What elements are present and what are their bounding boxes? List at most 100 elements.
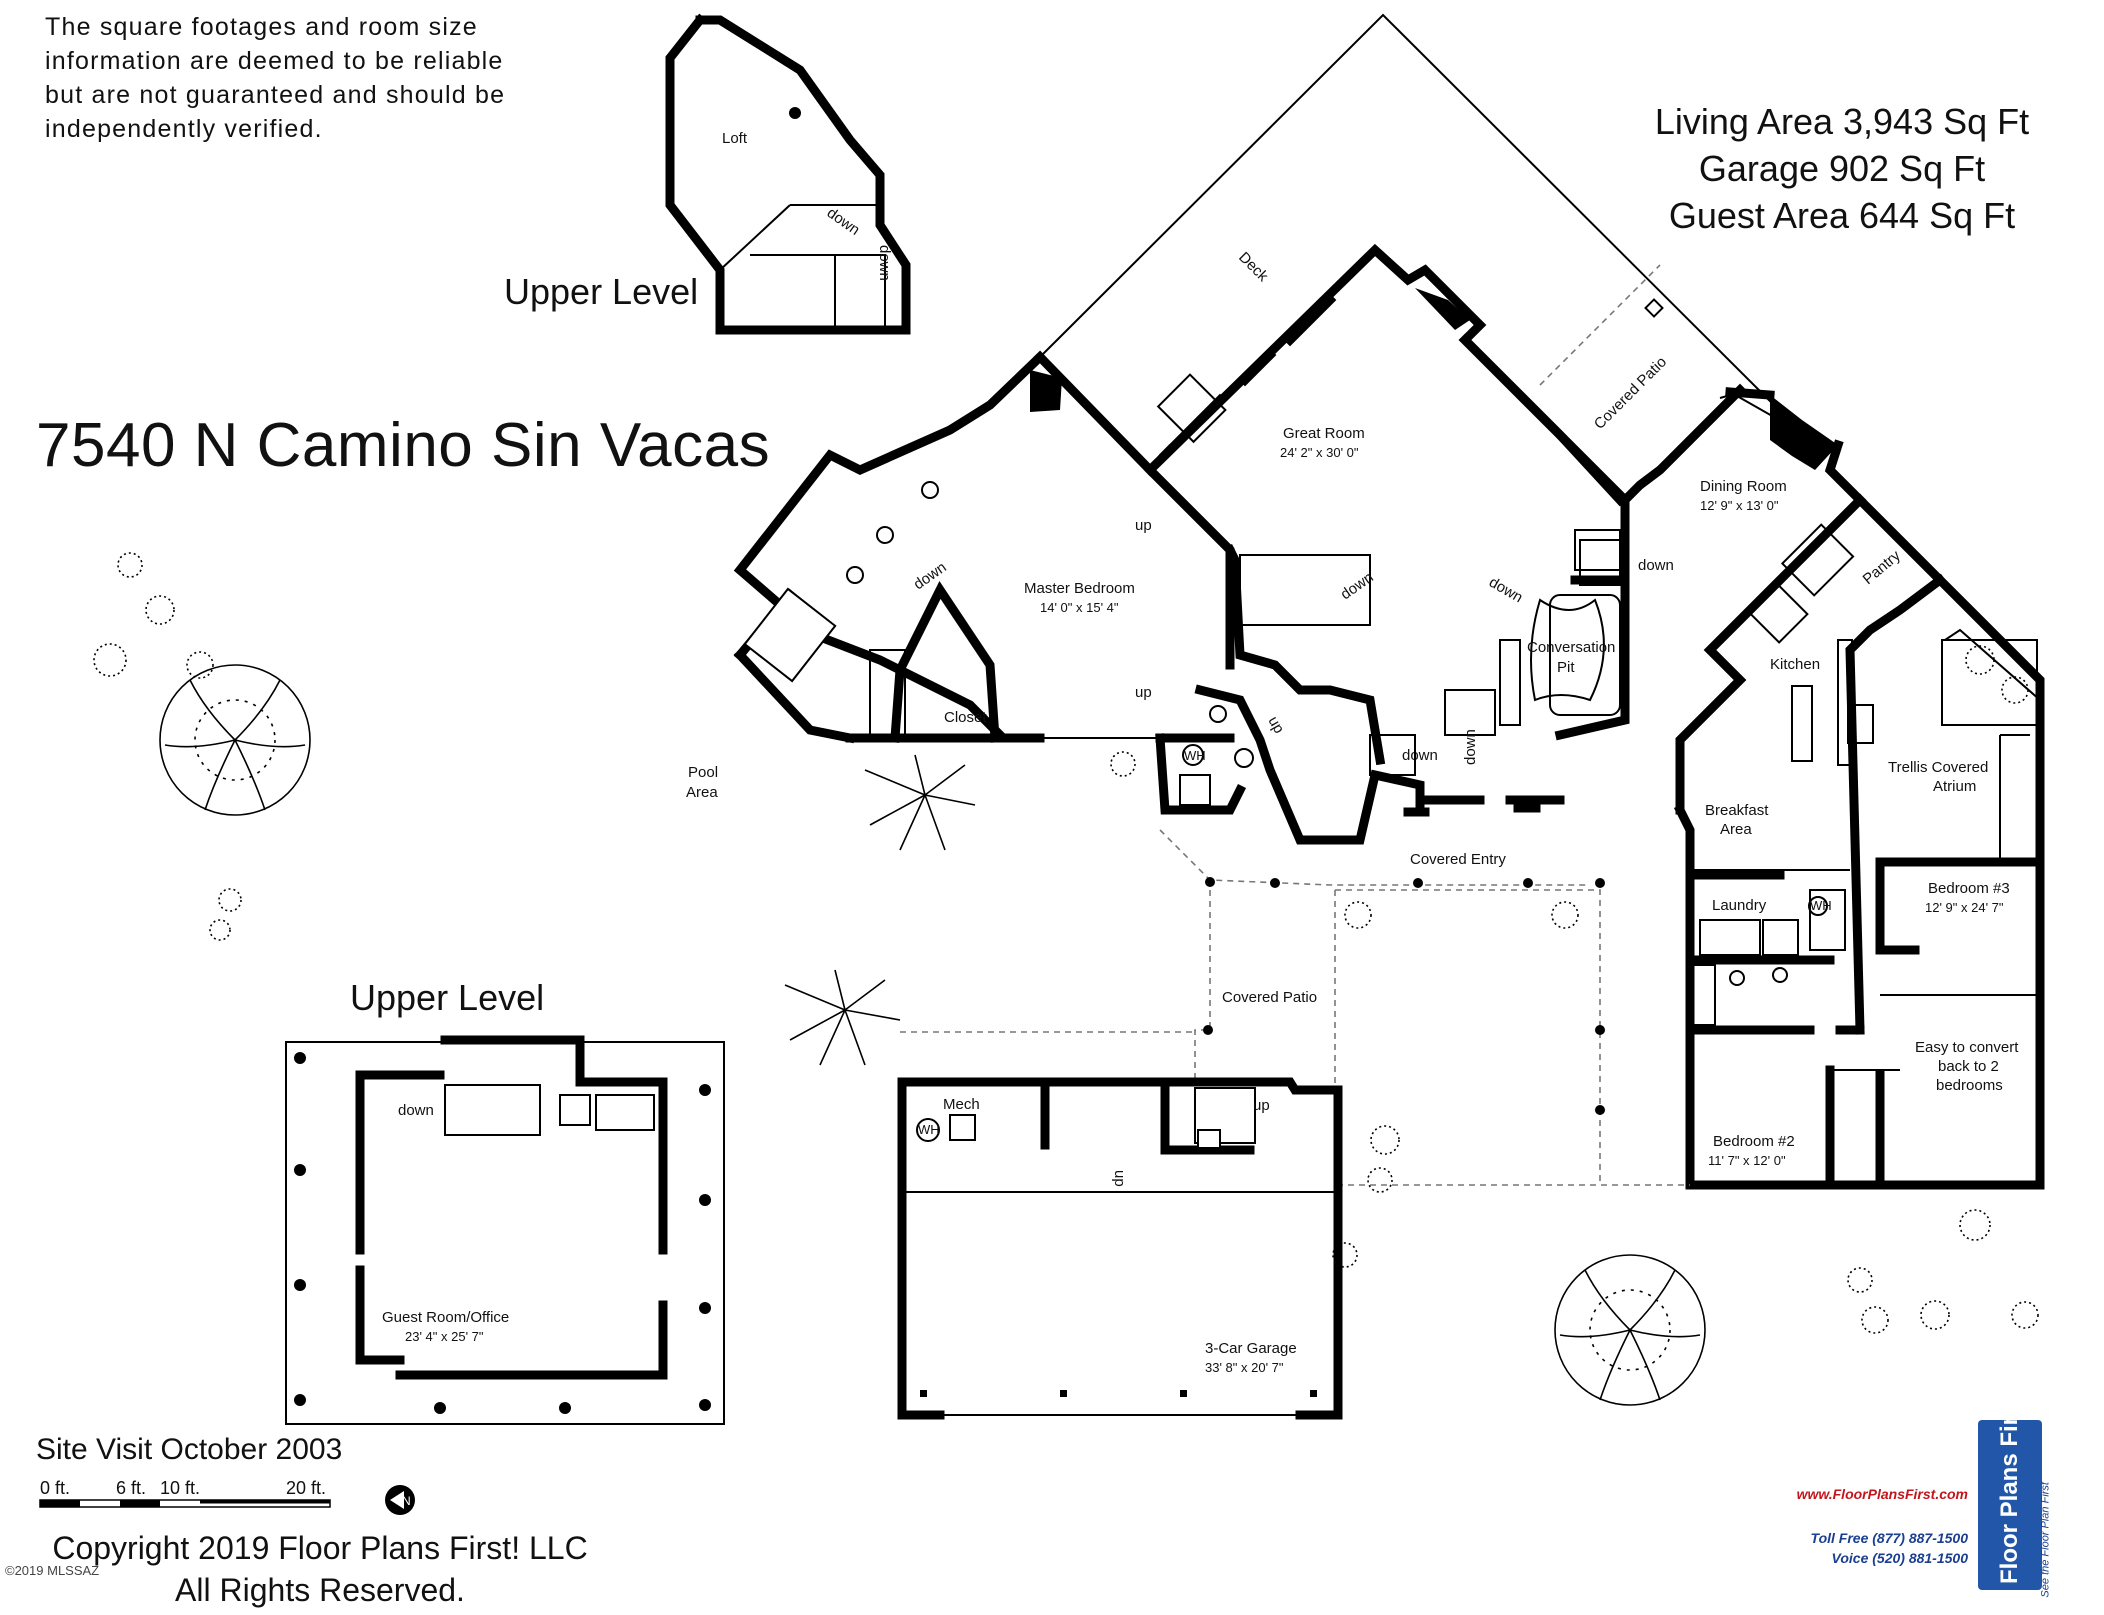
water-heater: WH <box>1810 898 1832 913</box>
copyright-line: All Rights Reserved. <box>175 1572 465 1608</box>
entry-wall <box>1194 684 1425 845</box>
main-house: Master Bedroom 14' 0" x 15' 4" Closet do… <box>686 13 2045 1190</box>
garage-stair-up: up <box>1111 1170 1128 1187</box>
stair-up: up <box>1265 714 1288 737</box>
garage-area: Garage 902 Sq Ft <box>1698 148 1986 189</box>
covered-patio-mid-label: Covered Patio <box>1222 989 1317 1006</box>
scale-tick-label: 6 ft. <box>116 1478 147 1498</box>
dining-room-size: 12' 9" x 13' 0" <box>1700 498 1779 513</box>
bedroom2-label: Bedroom #2 <box>1713 1133 1795 1150</box>
atrium-wall <box>1845 573 1947 1035</box>
pantry-label: Pantry <box>1860 547 1905 588</box>
pool-area-label: Area <box>686 784 718 801</box>
kitchen-label: Kitchen <box>1770 656 1820 673</box>
property-address: 7540 N Camino Sin Vacas <box>36 411 771 480</box>
bedroom3-label: Bedroom #3 <box>1928 880 2010 897</box>
copyright: Copyright 2019 Floor Plans First! LLC Al… <box>40 1527 600 1611</box>
stair-up: up <box>1135 684 1152 701</box>
covered-patio-top-label: Covered Patio <box>1591 354 1670 433</box>
garage-stair <box>1194 1087 1256 1144</box>
loft-stair <box>834 254 886 328</box>
master-wall <box>1033 350 1235 670</box>
disclaimer-text: The square footages and room size inform… <box>45 13 506 143</box>
bathtub <box>1692 964 1716 1026</box>
palm-icon <box>864 754 976 851</box>
brand-url-link[interactable]: www.FloorPlansFirst.com <box>1796 1486 1968 1502</box>
dining-fireplace <box>1770 395 1838 470</box>
loft-post <box>789 107 801 119</box>
kitchen-outer-wall <box>1853 493 2045 1190</box>
dining-room-label: Dining Room <box>1700 478 1787 495</box>
loft-stair-down: down <box>876 245 893 281</box>
covered-patio-dash <box>1539 264 1661 386</box>
convert-note: Easy to convert <box>1915 1039 2019 1056</box>
svg-text:N: N <box>402 1494 411 1508</box>
convert-note: back to 2 <box>1938 1058 1999 1075</box>
guest-area: Guest Area 644 Sq Ft <box>1668 195 2016 236</box>
master-bedroom-size: 14' 0" x 15' 4" <box>1040 600 1119 615</box>
atrium-label: Atrium <box>1933 778 1976 795</box>
loft-upper-level: Loft down down Upper Level <box>504 13 911 335</box>
palm-icon <box>784 969 901 1066</box>
pool-area-label: Pool <box>688 764 718 781</box>
deck-label: Deck <box>1235 249 1272 286</box>
guest-room-label: Guest Room/Office <box>382 1309 509 1326</box>
tree-icon <box>1554 1254 1706 1406</box>
dining-stair-down: down <box>1638 557 1674 574</box>
brand-voice: Voice (520) 881-1500 <box>1831 1550 1968 1566</box>
north-arrow-icon: N <box>385 1485 415 1515</box>
closet-wall <box>890 581 1000 743</box>
laundry-machine <box>1699 919 1761 956</box>
loft-rail <box>719 204 791 271</box>
mech-label: Mech <box>943 1096 980 1113</box>
loft-level-title: Upper Level <box>504 271 698 312</box>
laundry-label: Laundry <box>1712 897 1767 914</box>
conversation-pit-label: Pit <box>1557 659 1575 676</box>
area-summary: Living Area 3,943 Sq Ft Garage 902 Sq Ft… <box>1632 98 2052 239</box>
water-heater: WH <box>918 1122 940 1137</box>
garage-wall <box>897 1077 1050 1420</box>
loft-stair-down: down <box>824 204 863 238</box>
scale-bar <box>39 1499 331 1508</box>
guest-level-title: Upper Level <box>350 977 544 1018</box>
dining-wall <box>1618 383 1747 507</box>
covered-entry-label: Covered Entry <box>1410 851 1506 868</box>
bedroom3-size: 12' 9" x 24' 7" <box>1925 900 2004 915</box>
bedroom2-size: 11' 7" x 12' 0" <box>1708 1153 1786 1168</box>
copyright-line: Copyright 2019 Floor Plans First! LLC <box>52 1530 588 1566</box>
loft-label: Loft <box>722 130 748 147</box>
guest-balcony <box>285 1041 725 1425</box>
guest-stair <box>444 1084 541 1136</box>
kitchen-island <box>1791 685 1813 762</box>
great-room-size: 24' 2" x 30' 0" <box>1280 445 1359 460</box>
garage: WH Mech up up 3-Car Garage 33' 8" x 20' … <box>897 1077 1343 1420</box>
breakfast-area-label: Breakfast <box>1705 802 1769 819</box>
sink <box>921 481 939 499</box>
entry-stair-down: down <box>1462 729 1479 765</box>
tree-icon <box>159 664 311 816</box>
kitchen-inner-wall <box>1675 493 1867 815</box>
garage-stair-up: up <box>1253 1097 1270 1114</box>
bath-wall <box>733 648 856 744</box>
living-area: Living Area 3,943 Sq Ft <box>1654 101 2030 142</box>
powder-wall <box>1155 733 1247 815</box>
stair-block <box>1239 554 1371 626</box>
covered-entry-outline <box>1159 829 1590 886</box>
breakfast-area-label: Area <box>1720 821 1752 838</box>
convert-note: bedrooms <box>1936 1077 2003 1094</box>
great-room-lower-wall <box>1223 543 1386 766</box>
garage-label: 3-Car Garage <box>1205 1340 1297 1357</box>
conversation-pit-label: Conversation <box>1527 639 1615 656</box>
brand-toll-free: Toll Free (877) 887-1500 <box>1810 1530 1968 1546</box>
bathtub <box>743 587 837 683</box>
great-room-fireplace <box>1415 288 1470 330</box>
atrium-label: Trellis Covered <box>1888 759 1988 776</box>
guest-room-size: 23' 4" x 25' 7" <box>405 1329 484 1344</box>
toilet <box>846 566 864 584</box>
brand-tagline: See the Floor Plan First <box>2040 1482 2052 1598</box>
mls-watermark: ©2019 MLSSAZ <box>5 1563 100 1578</box>
guest-upper-level: down Guest Room/Office 23' 4" x 25' 7" U… <box>285 977 725 1425</box>
garage-size: 33' 8" x 20' 7" <box>1205 1360 1284 1375</box>
site-visit-date: Site Visit October 2003 <box>36 1433 343 1466</box>
